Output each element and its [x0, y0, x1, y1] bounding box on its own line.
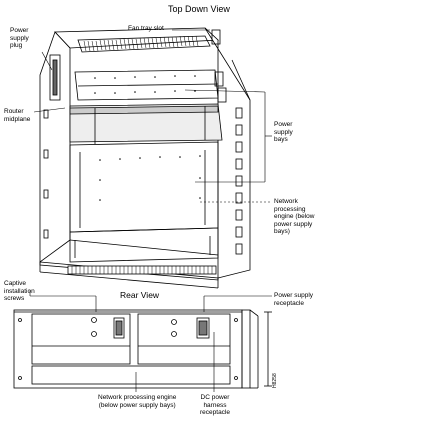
- label-captive-screws: Captive installation screws: [4, 280, 35, 302]
- top-view-title: Top Down View: [168, 4, 230, 14]
- top-chassis: [39, 27, 251, 289]
- label-power-supply-receptacle: Power supply receptacle: [274, 292, 314, 307]
- rear-view-title: Rear View: [120, 290, 160, 300]
- leader-lines: [29, 29, 272, 392]
- label-dc-power-harness: DC power harness receptacle: [200, 394, 230, 416]
- label-router-midplane: Router midplane: [4, 108, 31, 123]
- label-power-supply-plug: Power supply plug: [10, 27, 29, 49]
- label-fan-tray-slot: Fan tray slot: [128, 25, 164, 32]
- label-power-supply-bays: Power supply bays: [274, 121, 293, 143]
- front-perforation: [71, 266, 213, 274]
- right-flange-slots: [235, 107, 243, 255]
- chassis-holes: [94, 75, 201, 201]
- figure-id: H8258: [272, 373, 278, 388]
- label-network-processing-engine-rear: Network processing engine (below power s…: [98, 394, 177, 409]
- rear-chassis: [13, 309, 272, 389]
- label-network-processing-engine-top: Network processing engine (below power s…: [274, 198, 315, 235]
- fan-tray-vents: [83, 35, 199, 52]
